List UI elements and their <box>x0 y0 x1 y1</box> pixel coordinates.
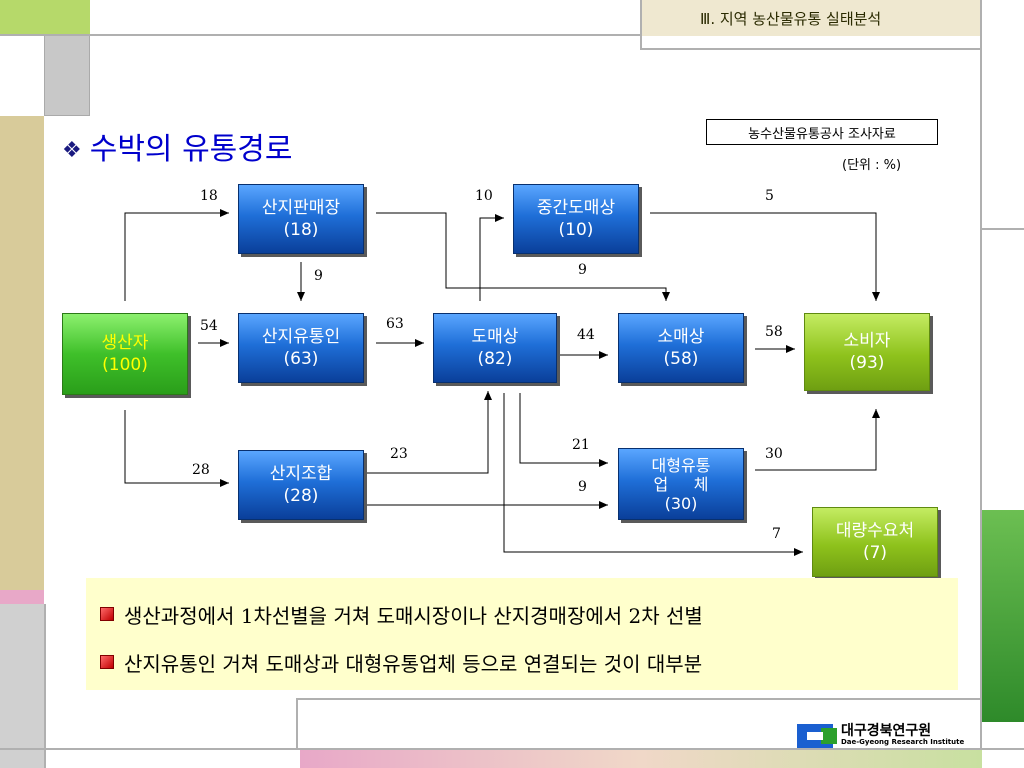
frame-right-vline <box>980 0 982 768</box>
frame-bottom-box <box>296 698 982 750</box>
edge-label-producer-yutong: 54 <box>200 318 218 334</box>
institute-name-en: Dae-Gyeong Research Institute <box>841 738 965 746</box>
edge-label-retailer-consumer: 58 <box>765 324 783 340</box>
node-sanji-yutong-label: 산지유통인 <box>261 327 341 347</box>
edge-label-large-consumer: 30 <box>765 446 783 462</box>
node-large-retailer-label2b: 체 <box>693 474 709 494</box>
node-sanji-panmae-value: (18) <box>283 220 319 240</box>
frame-left-gray-bottom <box>0 604 44 768</box>
red-square-bullet-icon <box>100 655 114 669</box>
frame-left-tan <box>0 116 44 590</box>
edge-label-panmae-yutong: 9 <box>314 268 323 284</box>
institute-name-kr: 대구경북연구원 <box>841 723 932 739</box>
arrow-johap-to-wholesaler <box>367 391 492 474</box>
summary-box: 생산과정에서 1차선별을 거쳐 도매시장이나 산지경매장에서 2차 선별 산지유… <box>86 578 958 690</box>
arrow-panmae-to-retailer <box>376 212 670 301</box>
arrow-large-to-consumer <box>755 409 880 471</box>
arrow-wholesaler-to-large <box>519 393 608 467</box>
frame-top-left-green <box>0 0 90 34</box>
node-wholesaler: 도매상 (82) <box>433 313 557 383</box>
institute-logo: 대구경북연구원 Dae-Gyeong Research Institute <box>793 718 983 754</box>
page-title-text: 수박의 유통경로 <box>89 132 293 167</box>
node-consumer-label: 소비자 <box>843 331 891 351</box>
edge-label-johap-wholesaler: 23 <box>390 446 408 462</box>
institute-logo-icon <box>797 724 837 748</box>
node-middle-wholesaler-label: 중간도매상 <box>536 198 616 218</box>
frame-right-lines <box>982 228 1024 510</box>
edge-label-yutong-wholesaler: 63 <box>386 316 404 332</box>
section-header-title: Ⅲ. 지역 농산물유통 실태분석 <box>700 10 882 28</box>
node-bulk-demand-label: 대량수요처 <box>835 521 915 541</box>
frame-top-left-gray <box>44 34 90 116</box>
summary-item-text: 산지유통인 거쳐 도매상과 대형유통업체 등으로 연결되는 것이 대부분 <box>124 651 703 676</box>
frame-bottom-line <box>0 748 1024 750</box>
frame-header-box <box>640 0 980 36</box>
node-sanji-johap-value: (28) <box>283 486 319 506</box>
node-large-retailer-label2a: 업 <box>653 474 669 494</box>
edge-label-wholesaler-large: 21 <box>572 437 590 453</box>
node-sanji-johap-label: 산지조합 <box>269 464 333 484</box>
diamond-bullet-icon: ❖ <box>62 138 82 163</box>
edge-label-johap-large: 9 <box>578 479 587 495</box>
arrow-producer-to-panmae <box>124 209 229 301</box>
node-consumer-value: (93) <box>849 353 885 373</box>
source-note: 농수산물유통공사 조사자료 <box>706 119 938 145</box>
summary-item-text: 생산과정에서 1차선별을 거쳐 도매시장이나 산지경매장에서 2차 선별 <box>124 603 703 628</box>
node-bulk-demand: 대량수요처 (7) <box>812 507 938 577</box>
node-wholesaler-value: (82) <box>477 349 513 369</box>
summary-item: 생산과정에서 1차선별을 거쳐 도매시장이나 산지경매장에서 2차 선별 <box>100 590 958 638</box>
node-sanji-yutong-value: (63) <box>283 349 319 369</box>
edge-label-wholesaler-bulk: 7 <box>772 526 781 542</box>
frame-bottom-left-box <box>44 604 46 768</box>
node-sanji-johap: 산지조합 (28) <box>238 450 364 520</box>
node-retailer: 소매상 (58) <box>618 313 744 383</box>
unit-note: (단위 : %) <box>842 158 902 173</box>
node-large-retailer-label: 대형유통 <box>651 455 711 475</box>
node-sanji-yutong: 산지유통인 (63) <box>238 313 364 383</box>
node-retailer-label: 소매상 <box>657 327 705 347</box>
edge-label-wholesaler-middle: 10 <box>475 188 493 204</box>
edge-label-producer-johap: 28 <box>192 462 210 478</box>
arrow-wholesaler-to-middle <box>479 214 504 301</box>
node-consumer: 소비자 (93) <box>804 313 930 391</box>
node-large-retailer-value: (30) <box>664 493 698 513</box>
edge-label-wholesaler-retailer: 44 <box>577 327 595 343</box>
node-middle-wholesaler-value: (10) <box>558 220 594 240</box>
edge-label-producer-panmae: 18 <box>200 188 218 204</box>
node-retailer-value: (58) <box>663 349 699 369</box>
edge-label-panmae-retailer: 9 <box>578 262 587 278</box>
node-producer: 생산자 (100) <box>62 313 188 395</box>
node-producer-value: (100) <box>102 355 148 375</box>
red-square-bullet-icon <box>100 607 114 621</box>
node-middle-wholesaler: 중간도매상 (10) <box>513 184 639 254</box>
node-sanji-panmae-label: 산지판매장 <box>261 198 341 218</box>
frame-bottom-pink <box>300 750 982 768</box>
arrow-producer-to-johap <box>124 410 229 487</box>
edge-label-middle-consumer: 5 <box>765 188 774 204</box>
node-sanji-panmae: 산지판매장 (18) <box>238 184 364 254</box>
node-bulk-demand-value: (7) <box>862 543 888 563</box>
frame-left-pink <box>0 590 44 604</box>
summary-item: 산지유통인 거쳐 도매상과 대형유통업체 등으로 연결되는 것이 대부분 <box>100 638 958 686</box>
node-large-retailer: 대형유통 업 체 (30) <box>618 448 744 520</box>
page-title: ❖ 수박의 유통경로 <box>62 124 292 168</box>
node-large-retailer-label2: 업 체 <box>654 475 709 494</box>
frame-top-line <box>0 34 1024 36</box>
node-wholesaler-label: 도매상 <box>471 327 519 347</box>
node-producer-label: 생산자 <box>101 333 149 353</box>
arrow-wholesaler-to-bulk <box>503 393 803 556</box>
frame-right-green <box>982 510 1024 722</box>
arrow-middle-to-consumer <box>650 212 880 301</box>
